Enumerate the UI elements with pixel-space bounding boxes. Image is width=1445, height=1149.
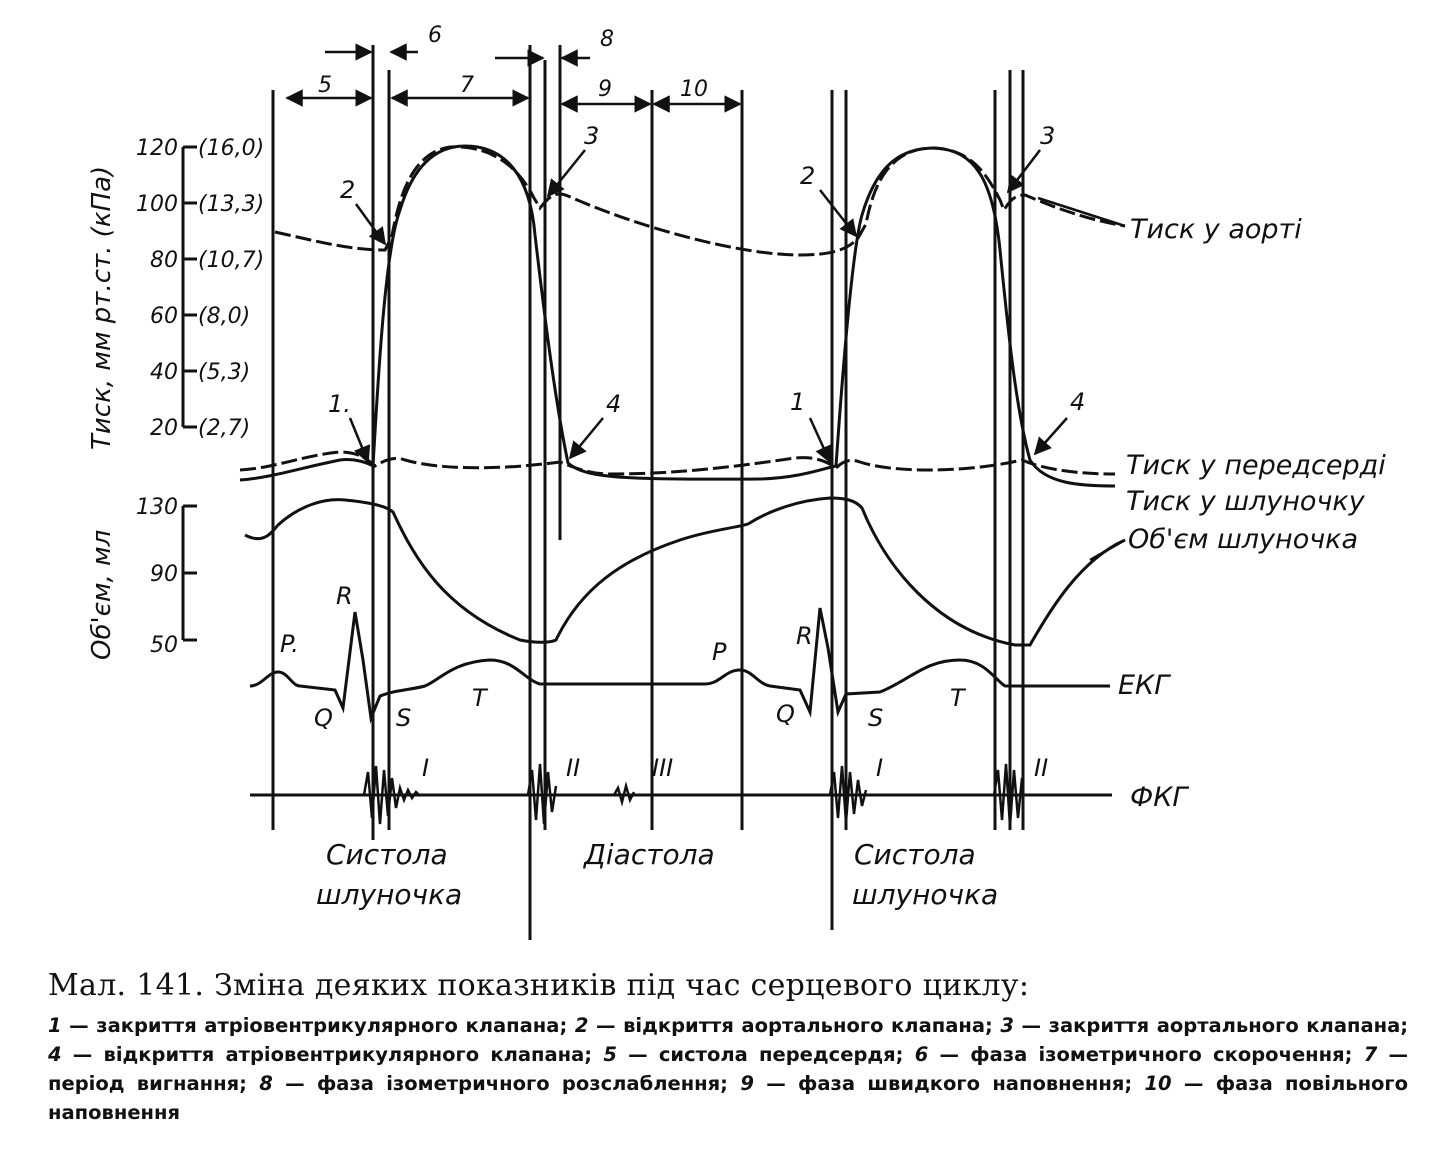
- caption-item-number: 10: [1144, 1072, 1172, 1095]
- point-label-1b: 1: [790, 388, 805, 416]
- ecg-s-wave-label: S: [396, 704, 411, 732]
- caption-item-text: фаза ізометричного розслаблення;: [316, 1072, 728, 1095]
- point-arrows: [348, 149, 1126, 562]
- kpa-tick-13: (13,3): [198, 192, 264, 217]
- caption-item-number: 2: [574, 1014, 589, 1037]
- caption-item-text: фаза повільного наповнення: [48, 1072, 1409, 1124]
- kpa-tick-2: (2,7): [198, 416, 250, 441]
- phase-label-5: 5: [318, 73, 332, 98]
- phase-label-6: 6: [428, 23, 442, 48]
- ecg-q-wave-label-2: Q: [776, 700, 795, 728]
- caption-item-text: відкриття аортального клапана;: [623, 1014, 993, 1037]
- caption-item-text: закриття атріовентрикулярного клапана;: [96, 1014, 568, 1037]
- caption-item-text: фаза швидкого наповнення;: [798, 1072, 1133, 1095]
- point-label-2: 2: [340, 176, 355, 204]
- kpa-tick-10: (10,7): [198, 248, 264, 273]
- point-label-4: 4: [606, 390, 621, 418]
- phase-label-8: 8: [600, 27, 614, 52]
- figure-caption: Мал. 141. Зміна деяких показників під ча…: [48, 968, 1408, 1127]
- sound-label-I-2: I: [876, 754, 883, 782]
- sound-label-I: I: [422, 754, 429, 782]
- pressure-axis: [181, 145, 197, 429]
- aortic-pressure-curve: [274, 145, 1126, 257]
- cardiac-cycle-diagram: 5 6 7 8 9 10 Тиск, мм рт.ст. (кПа) 120 1…: [87, 23, 1386, 940]
- volume-tick-130: 130: [136, 495, 178, 520]
- ecg-q-wave-label: Q: [314, 704, 333, 732]
- pressure-axis-title: Тиск, мм рт.ст. (кПа): [87, 166, 117, 450]
- ecg-t-wave-label: T: [472, 684, 489, 712]
- sound-label-III: III: [652, 754, 673, 782]
- systole-label-2-line2: шлуночка: [852, 878, 998, 911]
- pressure-tick-40: 40: [150, 360, 178, 385]
- systole-label-1-line1: Систола: [326, 838, 448, 871]
- caption-item-number: 6: [914, 1043, 929, 1066]
- phase-label-7: 7: [460, 73, 474, 98]
- caption-item-number: 7: [1363, 1043, 1378, 1066]
- pressure-tick-60: 60: [150, 304, 178, 329]
- phase-label-9: 9: [598, 77, 612, 102]
- caption-title: Мал. 141. Зміна деяких показників під ча…: [48, 968, 1030, 1003]
- ventricle-pressure-label: Тиск у шлуночку: [1126, 486, 1366, 517]
- volume-axis-title: Об'єм, мл: [87, 530, 117, 660]
- pressure-tick-20: 20: [150, 416, 178, 441]
- caption-item-number: 3: [1000, 1014, 1014, 1037]
- systole-label-2-line1: Систола: [854, 838, 976, 871]
- caption-item-text: відкриття атріовентрикулярного клапана;: [103, 1043, 593, 1066]
- caption-item-text: закриття аортального клапана;: [1048, 1014, 1409, 1037]
- aorta-pressure-label: Тиск у аорті: [1130, 214, 1302, 245]
- ecg-r-wave-label-2: R: [796, 622, 813, 650]
- pcg-label: ФКГ: [1130, 782, 1189, 813]
- caption-item-number: 1: [48, 1014, 62, 1037]
- caption-item-number: 8: [259, 1072, 273, 1095]
- volume-tick-90: 90: [150, 562, 178, 587]
- phase-arrows: [285, 43, 742, 113]
- kpa-tick-16: (16,0): [198, 136, 264, 161]
- ecg-p-wave-label-2: P: [712, 638, 727, 666]
- ecg-p-wave-label: P.: [280, 630, 299, 658]
- caption-item-number: 5: [603, 1043, 617, 1066]
- caption-item-number: 9: [740, 1072, 754, 1095]
- pcg-oscillations: [362, 763, 1024, 827]
- point-label-1: 1.: [328, 390, 351, 418]
- caption-item-text: систола передсердя;: [658, 1043, 904, 1066]
- ventricular-volume-curve: [244, 496, 1126, 647]
- phase-label-10: 10: [680, 77, 708, 102]
- ecg-r-wave-label: R: [336, 582, 353, 610]
- point-label-3b: 3: [1040, 122, 1055, 150]
- caption-item-text: період вигнання;: [48, 1072, 247, 1095]
- sound-label-II-2: II: [1034, 754, 1048, 782]
- systole-label-1-line2: шлуночка: [316, 878, 462, 911]
- point-label-2b: 2: [800, 162, 815, 190]
- ecg-label: ЕКГ: [1118, 670, 1171, 701]
- point-label-3: 3: [584, 122, 599, 150]
- ecg-t-wave-label-2: T: [950, 684, 967, 712]
- pressure-tick-80: 80: [150, 248, 178, 273]
- pressure-tick-100: 100: [136, 192, 178, 217]
- point-label-4b: 4: [1070, 388, 1085, 416]
- kpa-tick-8: (8,0): [198, 304, 250, 329]
- volume-axis: [181, 504, 197, 642]
- caption-item-number: 4: [48, 1043, 62, 1066]
- ventricular-pressure-curve: [239, 144, 1116, 488]
- sound-label-II: II: [566, 754, 580, 782]
- kpa-tick-5: (5,3): [198, 360, 250, 385]
- atrial-pressure-curve: [239, 450, 1116, 476]
- volume-tick-50: 50: [150, 633, 178, 658]
- ecg-s-wave-label-2: S: [868, 704, 883, 732]
- pressure-tick-120: 120: [136, 136, 178, 161]
- caption-item-text: фаза ізометричного скорочення;: [970, 1043, 1353, 1066]
- ecg-curve: [249, 607, 1110, 724]
- ventricle-volume-label: Об'єм шлуночка: [1128, 524, 1358, 555]
- diastole-label: Діастола: [582, 838, 715, 871]
- phase-lines: [271, 45, 1025, 940]
- caption-body: 1 — закриття атріовентрикулярного клапан…: [48, 1014, 1409, 1124]
- atrium-pressure-label: Тиск у передсерді: [1126, 450, 1386, 481]
